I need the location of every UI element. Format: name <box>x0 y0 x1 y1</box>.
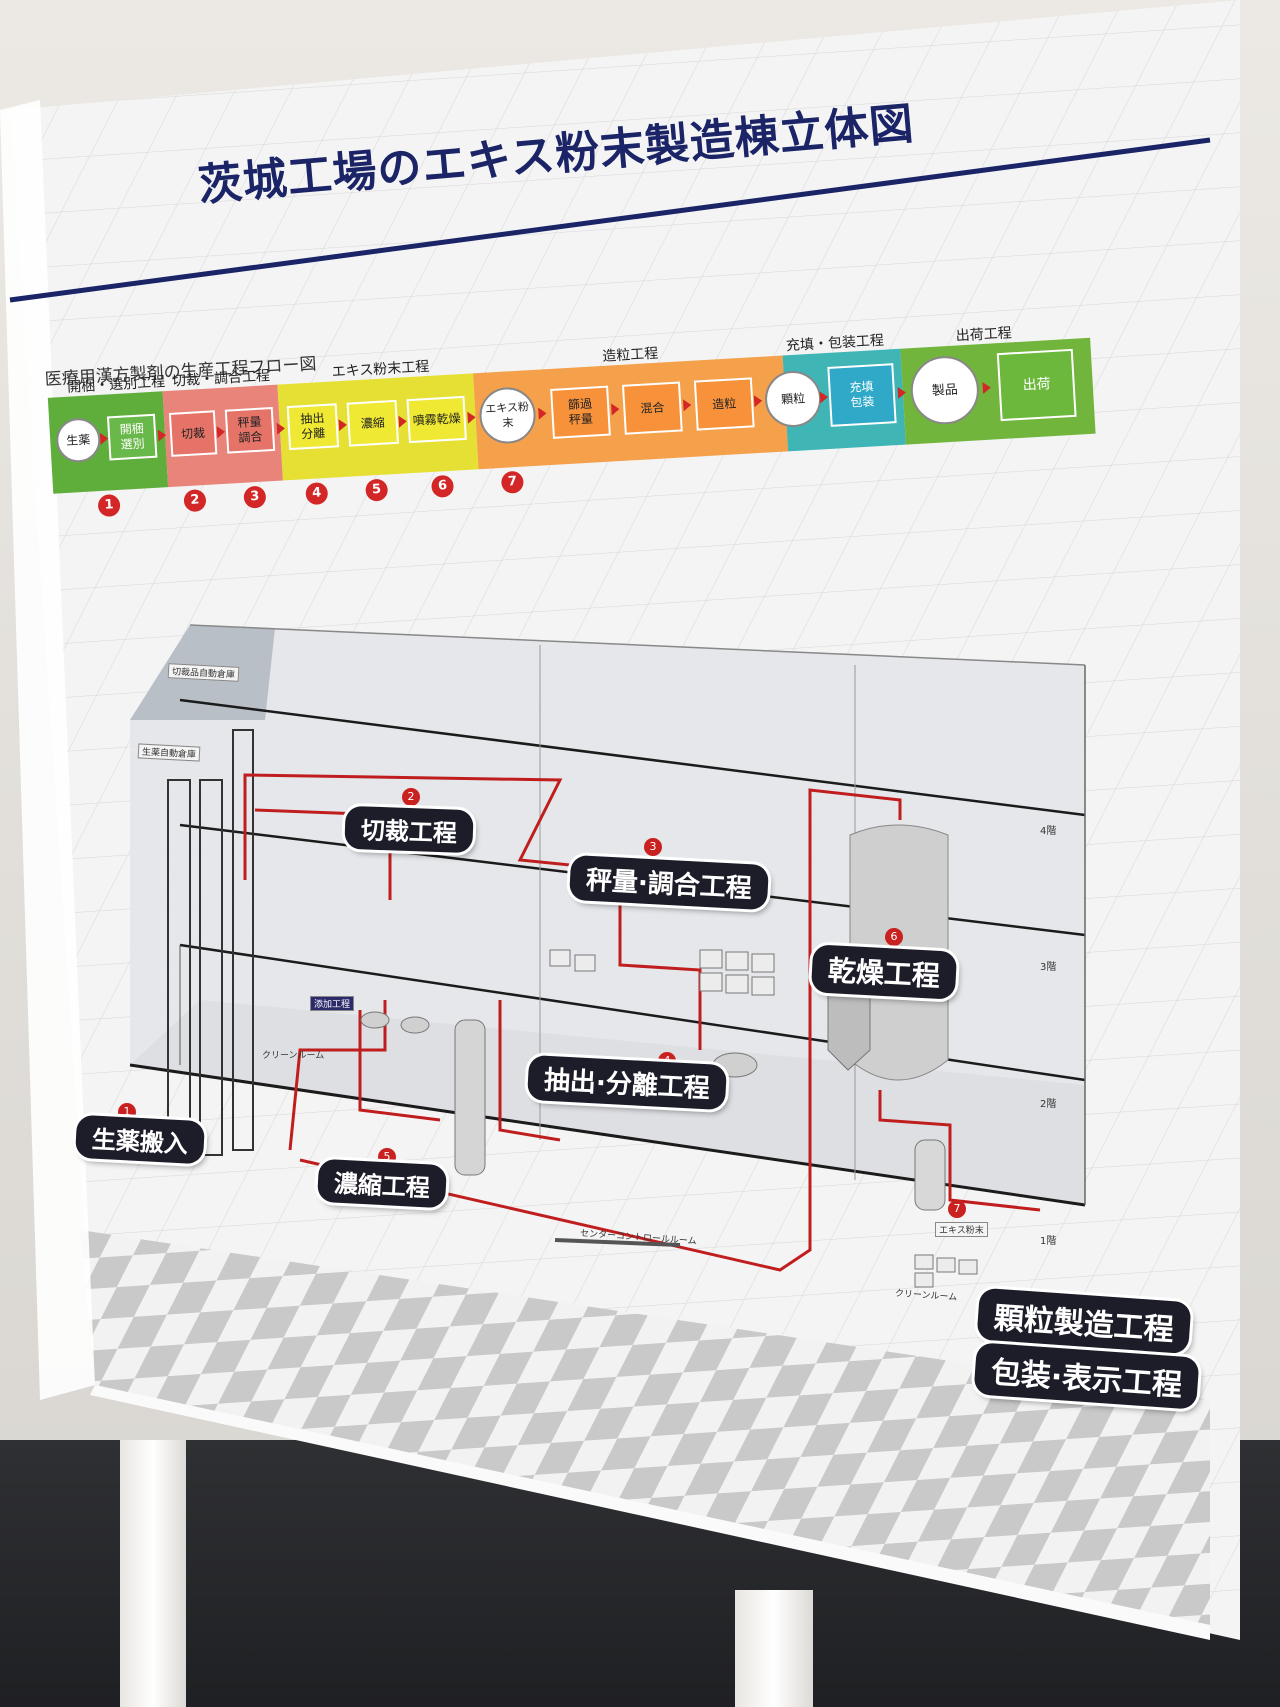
node-setsusai: 切裁 <box>168 410 218 457</box>
flow-arrow <box>338 418 348 432</box>
marker-7: 7 <box>948 1200 966 1218</box>
flow-arrow <box>611 403 620 416</box>
node-kaka: 篩過 秤量 <box>550 385 611 439</box>
step-number-1: 1 <box>97 493 121 518</box>
flow-arrow <box>276 422 286 435</box>
step-number-6: 6 <box>430 474 455 498</box>
ekisu-funmatsu-label: エキス粉末 <box>935 1222 988 1237</box>
flow-arrow <box>753 394 763 408</box>
floor-label-2: 2階 <box>1040 1099 1057 1110</box>
node-funmu: 噴霧乾燥 <box>406 395 467 444</box>
stage-label-zoryu: 造粒工程 <box>601 345 659 365</box>
tenka-label: 添加工程 <box>310 996 355 1011</box>
floor-label-3: 3階 <box>1040 962 1057 973</box>
tag-kanso: 乾燥工程 <box>810 944 958 1000</box>
flow-arrow <box>157 429 167 442</box>
flow-arrow <box>897 386 907 399</box>
flow-arrow <box>216 425 226 439</box>
tag-noshuku: 濃縮工程 <box>316 1158 448 1209</box>
node-chushutsu: 抽出 分離 <box>286 403 340 451</box>
flow-arrow <box>819 390 829 404</box>
step-number-4: 4 <box>305 481 329 506</box>
board-stand-right <box>735 1590 813 1707</box>
node-hyoryo: 秤量 調合 <box>224 406 276 454</box>
flow-arrow <box>682 398 692 412</box>
node-zoryu: 造粒 <box>693 377 755 431</box>
building-diagram <box>129 624 1086 1288</box>
marker-6: 6 <box>885 928 903 946</box>
tag-shoyaku: 生薬搬入 <box>74 1114 206 1165</box>
flow-arrow <box>99 432 109 445</box>
node-kaifu: 開梱 選別 <box>106 413 158 461</box>
floor-label-1: 1階 <box>1040 1236 1057 1247</box>
node-juten: 充填 包装 <box>827 363 897 427</box>
flow-arrow <box>538 407 547 420</box>
cleanroom-label-left: クリーンルーム <box>262 1051 325 1061</box>
flow-arrow <box>467 411 476 424</box>
node-noshuku: 濃縮 <box>346 399 400 447</box>
tag-setsusai: 切裁工程 <box>344 805 474 854</box>
flow-arrow <box>398 415 408 428</box>
step-number-5: 5 <box>365 478 389 502</box>
node-kongo: 混合 <box>621 381 683 435</box>
step-number-2: 2 <box>183 488 207 513</box>
board-stand-left <box>120 1440 186 1707</box>
shoyaku-soko-label: 生薬自動倉庫 <box>137 743 201 762</box>
floor-label-4: 4階 <box>1040 826 1057 837</box>
node-shukka: 出荷 <box>996 348 1077 422</box>
marker-3: 3 <box>644 838 662 856</box>
step-number-7: 7 <box>500 470 525 494</box>
marker-2: 2 <box>402 788 420 806</box>
stage-label-shukka: 出荷工程 <box>955 325 1013 345</box>
flow-arrow <box>982 381 992 395</box>
step-number-3: 3 <box>243 485 267 509</box>
